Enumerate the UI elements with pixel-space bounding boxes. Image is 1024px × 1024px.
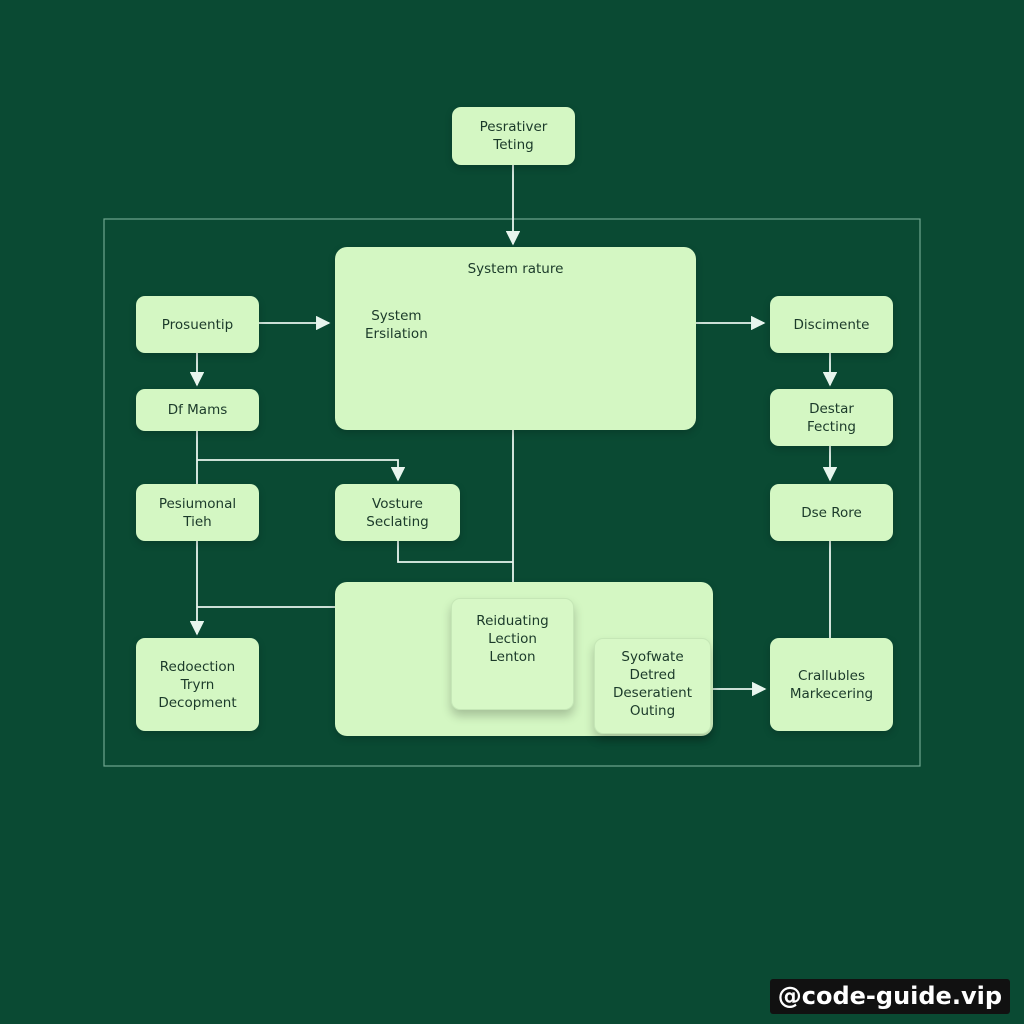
node-df-mams[interactable]: Df Mams — [136, 389, 259, 431]
node-label: Discimente — [793, 316, 870, 333]
node-label: Destar Fecting — [807, 400, 856, 435]
node-syofwate[interactable]: Syofwate Detred Deseratient Outing — [594, 638, 711, 734]
watermark: @code-guide.vip — [769, 979, 1010, 1014]
system-container[interactable]: System rature System Ersilation — [335, 247, 696, 430]
node-reiduating[interactable]: Reiduating Lection Lenton — [451, 598, 574, 710]
node-label: Redoection Tryrn Decopment — [158, 658, 237, 711]
system-container-title: System rature — [467, 261, 564, 277]
node-label: Dse Rore — [801, 504, 862, 521]
node-label: Vosture Seclating — [366, 495, 429, 530]
node-prosuentip[interactable]: Prosuentip — [136, 296, 259, 353]
node-label: Df Mams — [167, 402, 228, 418]
node-label: Prosuentip — [161, 316, 234, 333]
node-dse-rore[interactable]: Dse Rore — [770, 484, 893, 541]
node-label: Pesrativer Teting — [479, 119, 548, 153]
connector-vosture-to-stem — [397, 541, 513, 563]
node-pesiumonal-tieh[interactable]: Pesiumonal Tieh — [136, 484, 259, 541]
node-label: Reiduating Lection Lenton — [476, 613, 549, 665]
system-inner-label: System Ersilation — [365, 308, 428, 342]
node-redoection[interactable]: Redoection Tryrn Decopment — [136, 638, 259, 731]
connectors — [189, 165, 838, 697]
node-vosture-seclating[interactable]: Vosture Seclating — [335, 484, 460, 541]
connector-branch-to-vosture — [197, 459, 406, 482]
node-label: Crallubles Markecering — [789, 667, 874, 702]
node-crallubles[interactable]: Crallubles Markecering — [770, 638, 893, 731]
node-label: Syofwate Detred Deseratient Outing — [612, 649, 693, 719]
node-label: Pesiumonal Tieh — [158, 495, 237, 530]
node-pesrativer-teting[interactable]: Pesrativer Teting — [452, 107, 575, 165]
node-destar-fecting[interactable]: Destar Fecting — [770, 389, 893, 446]
node-discimente[interactable]: Discimente — [770, 296, 893, 353]
outer-frame — [103, 218, 921, 767]
